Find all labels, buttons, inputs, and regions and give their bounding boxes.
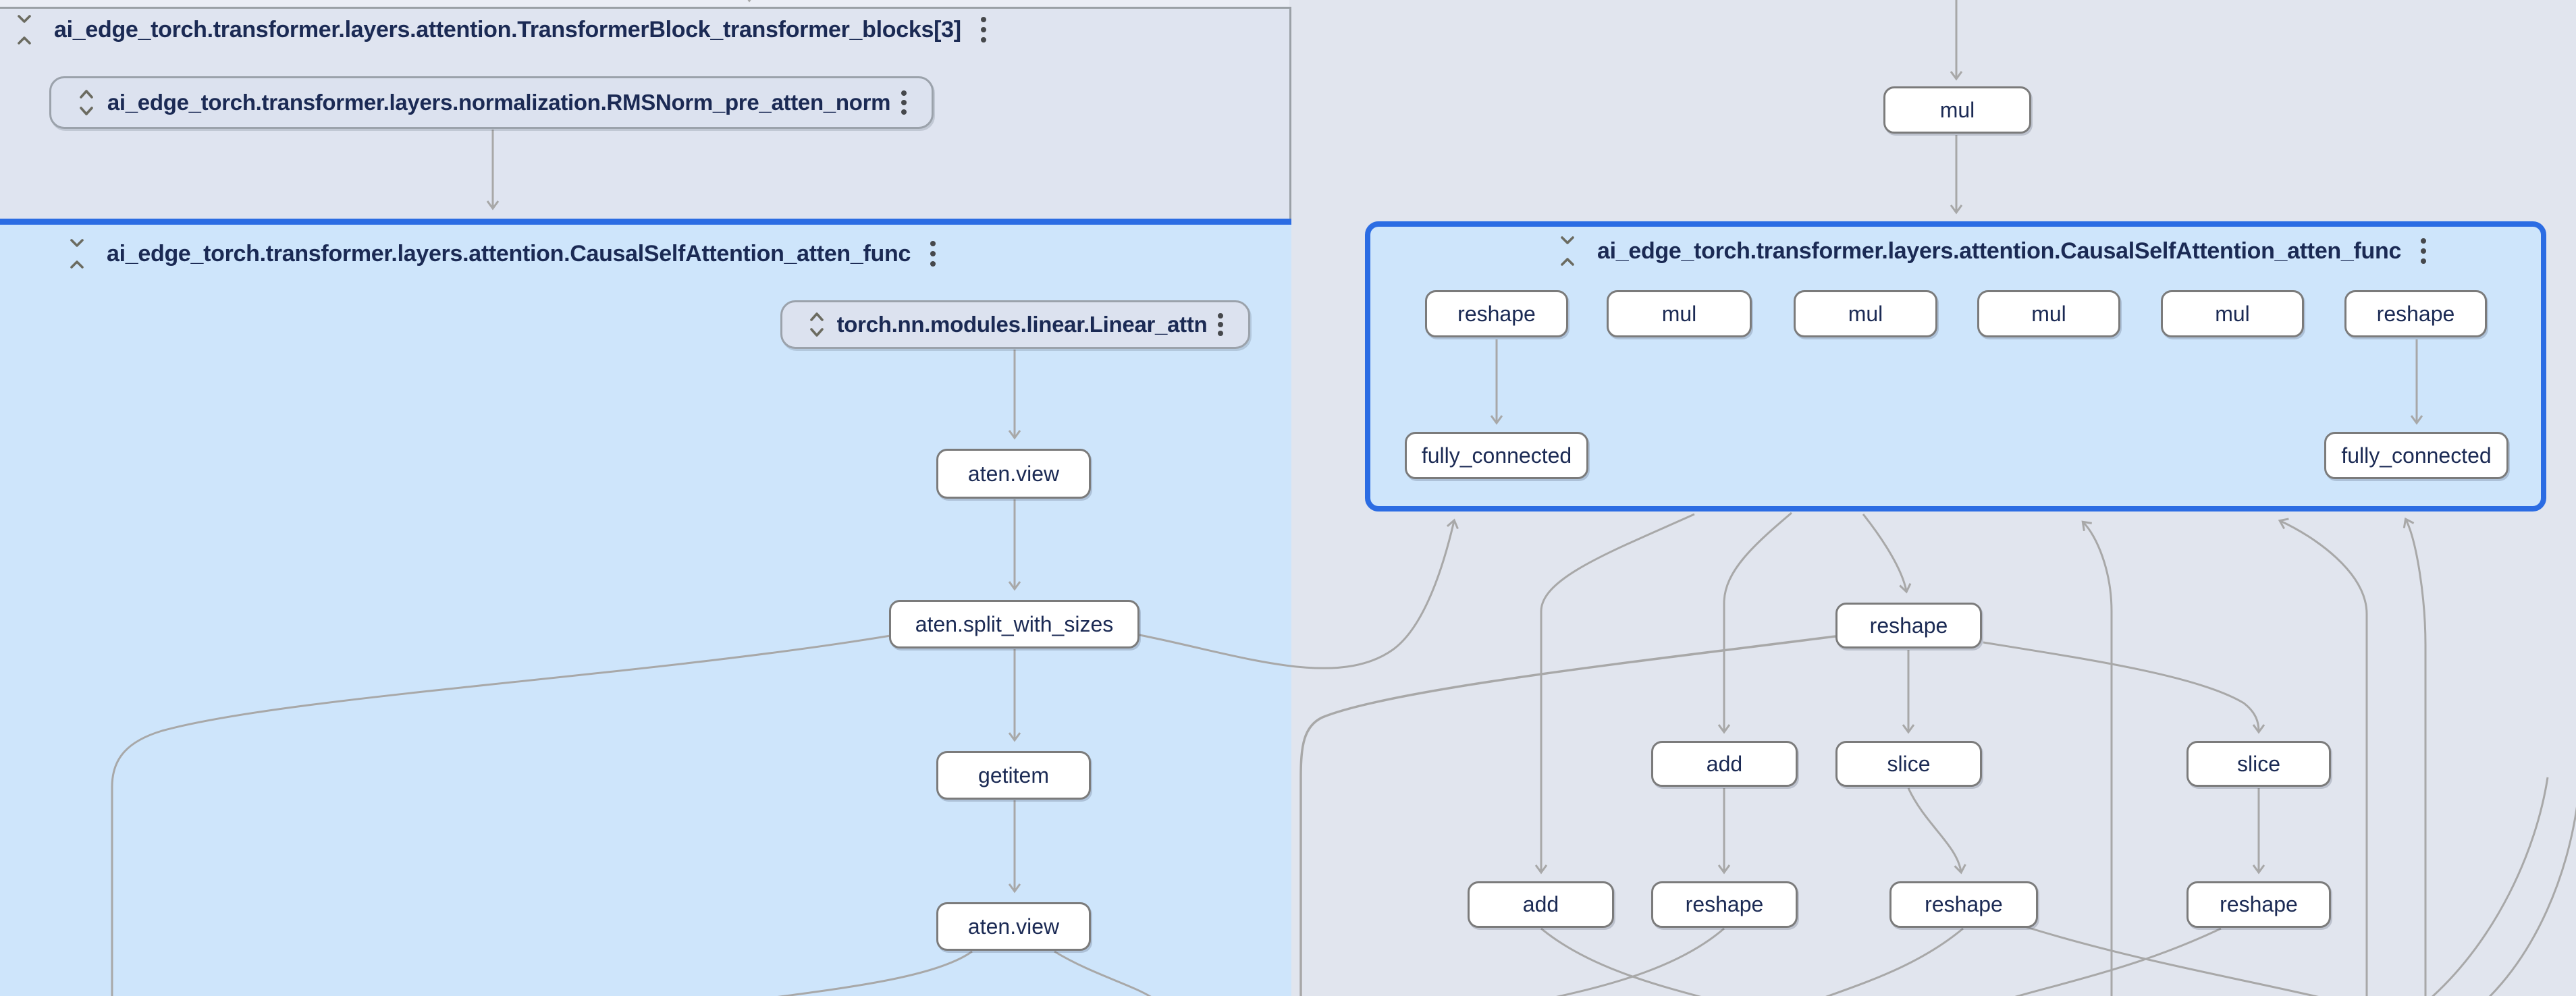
op-node-reshape[interactable]: reshape — [2186, 881, 2331, 928]
group-title[interactable]: ai_edge_torch.transformer.layers.attenti… — [1597, 238, 2402, 264]
op-node-reshape[interactable]: reshape — [1425, 290, 1568, 337]
group-title[interactable]: ai_edge_torch.transformer.layers.attenti… — [54, 16, 961, 43]
op-node-slice[interactable]: slice — [2186, 741, 2331, 787]
group-header-transformer-block: ai_edge_torch.transformer.layers.attenti… — [12, 12, 988, 47]
kebab-menu-icon[interactable] — [928, 238, 938, 269]
group-header-causal-right: ai_edge_torch.transformer.layers.attenti… — [1555, 233, 2428, 269]
op-node-mul[interactable]: mul — [1883, 86, 2031, 134]
group-header-causal-left: ai_edge_torch.transformer.layers.attenti… — [65, 236, 938, 271]
expand-group-icon[interactable] — [805, 307, 828, 342]
op-node-mul[interactable]: mul — [1794, 290, 1937, 337]
op-node-mul[interactable]: mul — [1977, 290, 2120, 337]
expand-group-icon[interactable] — [74, 84, 99, 121]
op-node-fully-connected[interactable]: fully_connected — [2324, 432, 2508, 479]
kebab-menu-icon[interactable] — [899, 88, 909, 117]
group-title[interactable]: ai_edge_torch.transformer.layers.normali… — [107, 90, 891, 115]
op-node-fully-connected[interactable]: fully_connected — [1405, 432, 1588, 479]
op-node-reshape[interactable]: reshape — [1651, 881, 1798, 928]
op-node-add[interactable]: add — [1468, 881, 1614, 928]
collapse-group-icon[interactable] — [1555, 233, 1580, 269]
op-node-add[interactable]: add — [1651, 741, 1798, 787]
group-title[interactable]: torch.nn.modules.linear.Linear_attn — [836, 312, 1208, 337]
op-node-getitem[interactable]: getitem — [936, 751, 1091, 800]
group-node-linear-attn[interactable]: torch.nn.modules.linear.Linear_attn — [780, 300, 1250, 349]
group-title[interactable]: ai_edge_torch.transformer.layers.attenti… — [107, 240, 911, 267]
kebab-menu-icon[interactable] — [979, 14, 988, 45]
op-node-reshape[interactable]: reshape — [1889, 881, 2038, 928]
op-node-mul[interactable]: mul — [2161, 290, 2304, 337]
op-node-aten-view[interactable]: aten.view — [936, 902, 1091, 951]
parent-graph-background — [0, 0, 1289, 7]
op-node-mul[interactable]: mul — [1607, 290, 1752, 337]
op-node-reshape[interactable]: reshape — [2344, 290, 2487, 337]
kebab-menu-icon[interactable] — [1216, 310, 1225, 339]
collapse-group-icon[interactable] — [12, 12, 36, 47]
collapse-group-icon[interactable] — [65, 236, 89, 271]
group-node-rmsnorm[interactable]: ai_edge_torch.transformer.layers.normali… — [49, 76, 934, 129]
op-node-slice[interactable]: slice — [1835, 741, 1982, 787]
kebab-menu-icon[interactable] — [2419, 236, 2428, 267]
op-node-split-with-sizes[interactable]: aten.split_with_sizes — [889, 600, 1139, 648]
op-node-aten-view[interactable]: aten.view — [936, 449, 1091, 499]
op-node-reshape[interactable]: reshape — [1835, 603, 1982, 648]
